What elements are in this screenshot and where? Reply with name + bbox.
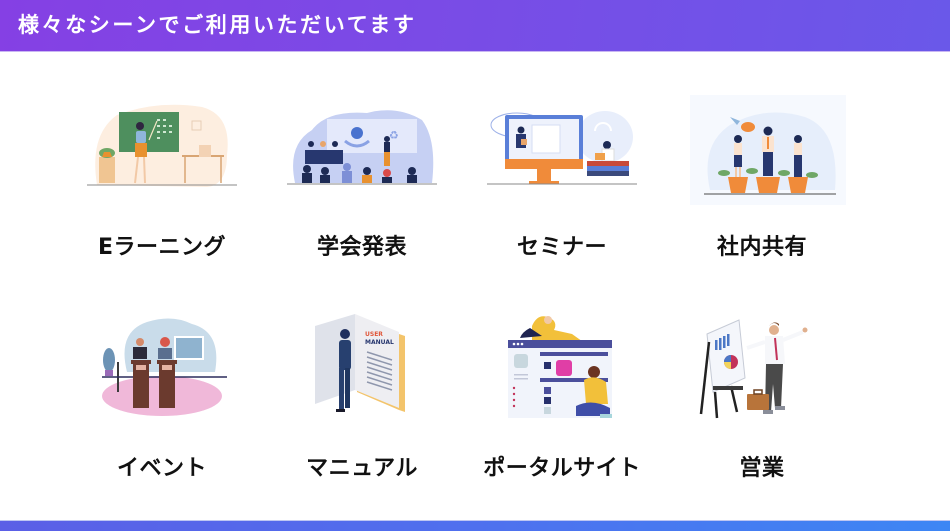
scene-label: イベント — [116, 456, 207, 481]
page-header: 様々なシーンでご利用いただいてます — [0, 0, 950, 52]
podium-speakers-illustration — [87, 312, 237, 422]
scene-card-sales: 営業 — [662, 312, 862, 512]
team-growth-plants-illustration — [690, 95, 846, 205]
scene-label: マニュアル — [306, 456, 418, 481]
scene-card-seminar: セミナー — [462, 95, 662, 295]
scene-label: 社内共有 — [716, 235, 807, 260]
scene-label: 営業 — [739, 456, 785, 481]
scene-label: ポータルサイト — [483, 456, 641, 481]
online-seminar-illustration — [487, 95, 637, 205]
scene-card-elearning: Eラーニング — [62, 95, 262, 295]
page-title: 様々なシーンでご利用いただいてます — [18, 13, 417, 37]
teacher-classroom-illustration — [87, 95, 237, 205]
scene-card-event: イベント — [62, 312, 262, 512]
user-manual-reader-illustration: USER MANUAL — [287, 312, 437, 422]
scene-label: 学会発表 — [316, 235, 407, 260]
page-footer-bar — [0, 520, 950, 531]
scene-card-portal-site: ポータルサイト — [462, 312, 662, 512]
web-portal-builders-illustration — [502, 312, 642, 422]
svg-text:♻: ♻ — [389, 129, 399, 142]
scene-card-conference: ♻ 学会発表 — [262, 95, 462, 295]
manual-cover-text-manual: MANUAL — [365, 339, 394, 346]
scene-label: Eラーニング — [97, 235, 227, 260]
scene-card-internal-sharing: 社内共有 — [662, 95, 862, 295]
manual-cover-text-user: USER — [365, 331, 383, 338]
scene-card-manual: USER MANUAL マニュアル — [262, 312, 462, 512]
scene-label: セミナー — [516, 235, 607, 260]
conference-presentation-illustration: ♻ — [287, 95, 437, 205]
sales-presentation-illustration — [687, 312, 837, 422]
